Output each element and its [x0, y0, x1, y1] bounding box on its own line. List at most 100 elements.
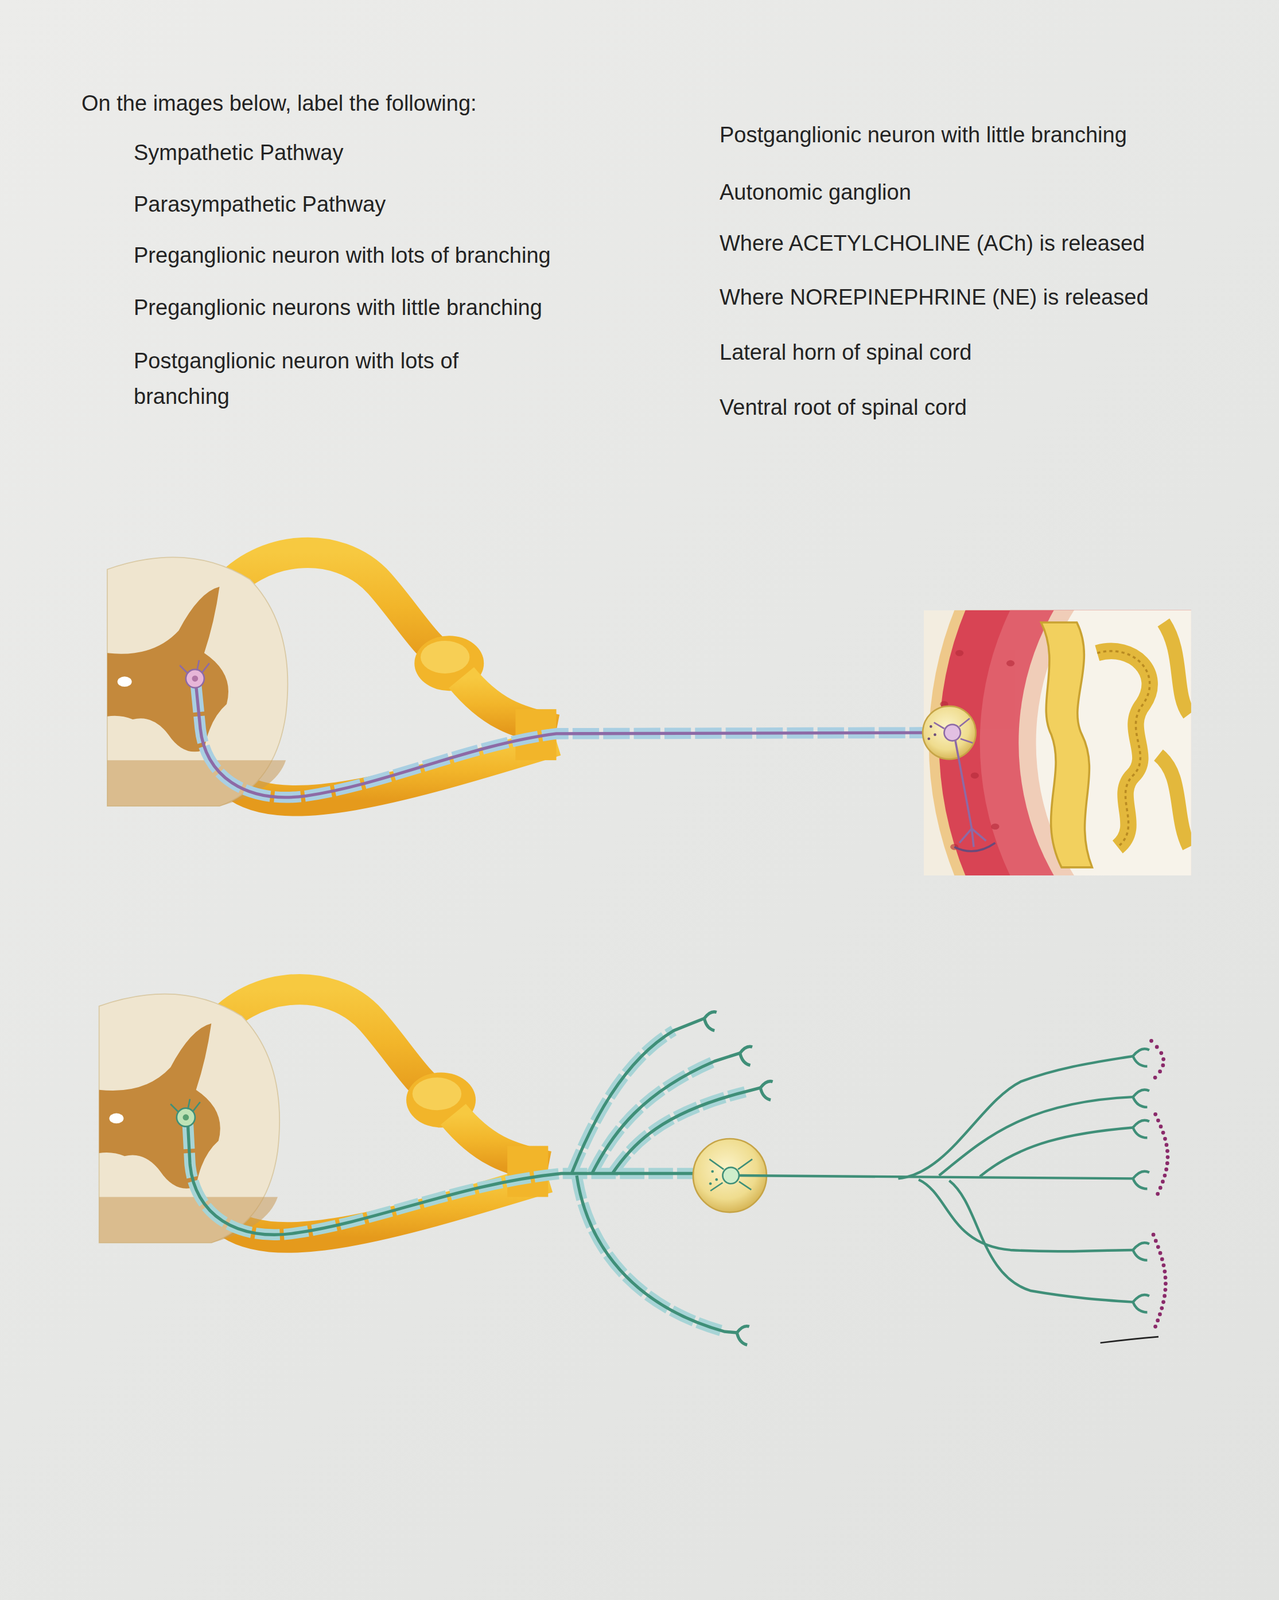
term-label: Sympathetic Pathway [133, 135, 344, 171]
preganglionic-axon-top [192, 675, 199, 682]
postganglionic-axon-bottom [739, 1175, 1134, 1179]
gut-wall [1006, 660, 1015, 667]
postganglionic-axon-bottom [739, 1048, 1159, 1344]
neurotransmitter-dot [1165, 1161, 1170, 1166]
gut-wall [1097, 651, 1150, 847]
neurotransmitter-dot [1163, 1269, 1168, 1274]
preganglionic-axon-bottom [170, 1012, 773, 1346]
terminal-ganglion [943, 724, 960, 741]
neurotransmitter-dot [1153, 1112, 1158, 1117]
term-label: Postganglionic neuron with lots of branc… [133, 343, 536, 415]
terminal-ganglion [927, 737, 931, 741]
preganglionic-axon-bottom [760, 1081, 773, 1101]
neurotransmitter-dot [1155, 1318, 1160, 1323]
gut-wall [1040, 622, 1092, 868]
preganglionic-axon-bottom [740, 1046, 753, 1066]
chain-ganglion [722, 1167, 739, 1184]
neurotransmitter-dot [1160, 1063, 1165, 1068]
gut-wall [955, 650, 964, 657]
postganglionic-axon-bottom [1100, 1336, 1159, 1344]
neurotransmitter-dot [1163, 1288, 1168, 1293]
gut-wall [970, 772, 979, 779]
terminal-ganglion [955, 740, 972, 829]
neurotransmitter-dot [1151, 1233, 1156, 1238]
neurotransmitter-dot [1157, 1069, 1162, 1074]
neurotransmitter-dots [1149, 1039, 1170, 1329]
postganglionic-axon-bottom [1133, 1171, 1150, 1189]
neurotransmitter-dot [1149, 1039, 1154, 1044]
neurotransmitter-dot [1153, 1075, 1158, 1080]
neurotransmitter-dot [1161, 1300, 1166, 1305]
neurotransmitter-dot [1153, 1324, 1158, 1329]
neurotransmitter-dot [1159, 1306, 1164, 1311]
gut-wall [1158, 622, 1189, 847]
neurotransmitter-dot [1163, 1276, 1168, 1281]
neurotransmitter-dot [1165, 1149, 1170, 1154]
term-label: Postganglionic neuron with little branch… [719, 117, 1127, 154]
terminal-ganglion [959, 828, 986, 847]
neurotransmitter-dot [1163, 1137, 1168, 1142]
gut-wall [980, 610, 1192, 876]
neurotransmitter-dot [1164, 1143, 1169, 1148]
term-label: Where NOREPINEPHRINE (NE) is released [719, 280, 1149, 316]
term-label: Ventral root of spinal cord [719, 390, 967, 426]
neurotransmitter-dot [1155, 1045, 1160, 1050]
terminal-ganglion [922, 706, 976, 760]
chain-ganglion [709, 1170, 718, 1186]
preganglionic-axon-bottom [571, 1018, 705, 1174]
neurotransmitter-dot [1158, 1251, 1163, 1256]
preganglionic-axon-bottom [736, 1326, 749, 1346]
postganglionic-axon-bottom [1133, 1120, 1150, 1138]
terminal-ganglion [934, 718, 974, 744]
neurotransmitter-dot [1162, 1294, 1167, 1299]
postganglionic-axon-bottom [1133, 1089, 1150, 1107]
neurotransmitter-dot [1158, 1186, 1163, 1191]
neurotransmitter-dot [1159, 1051, 1164, 1056]
term-label: Autonomic ganglion [719, 175, 912, 211]
postganglionic-axon-bottom [1133, 1048, 1150, 1067]
neurotransmitter-dot [1160, 1179, 1165, 1184]
postganglionic-axon-bottom [918, 1179, 1134, 1252]
preganglionic-axon-top [196, 685, 924, 798]
preganglionic-axon-bottom [176, 1108, 196, 1127]
preganglionic-axon-bottom [187, 1012, 773, 1346]
postganglionic-axon-bottom [1133, 1295, 1150, 1313]
neurotransmitter-dot [1159, 1124, 1164, 1129]
postganglionic-axon-bottom [897, 1056, 1133, 1179]
worksheet-title: On the images below, label the following… [81, 86, 477, 122]
term-label: Lateral horn of spinal cord [719, 335, 972, 371]
preganglionic-axon-top [196, 685, 924, 798]
spinal-cord-bottom [99, 989, 549, 1244]
preganglionic-axon-bottom [704, 1012, 717, 1032]
neurotransmitter-dot [1157, 1312, 1162, 1317]
terminal-ganglion [927, 725, 936, 741]
neurotransmitter-dot [1163, 1173, 1168, 1179]
neurotransmitter-dot [1161, 1057, 1166, 1062]
neurotransmitter-dot [1163, 1281, 1168, 1286]
neurotransmitter-dot [1161, 1263, 1166, 1268]
term-label: Preganglionic neuron with lots of branch… [133, 238, 551, 274]
preganglionic-axon-bottom [170, 1099, 201, 1113]
terminal-ganglion [933, 733, 937, 737]
postganglionic-axon-bottom [980, 1127, 1134, 1177]
gut-wall [1036, 610, 1192, 876]
postganglionic-axon-bottom [1133, 1242, 1150, 1261]
neurotransmitter-dot [1155, 1192, 1160, 1197]
gut-wall [939, 610, 1192, 876]
gut-wall [990, 823, 999, 830]
gut-wall [1097, 651, 1150, 847]
terminal-ganglion [929, 725, 933, 729]
preganglionic-axon-bottom [592, 1061, 715, 1174]
preganglionic-axon-bottom [183, 1114, 190, 1121]
preganglionic-axon-top [179, 660, 924, 798]
preganglionic-axon-top [179, 660, 210, 674]
preganglionic-axon-bottom [187, 1124, 705, 1235]
spinal-cord-bottom [99, 989, 549, 1244]
preganglionic-axon-top [185, 669, 205, 688]
preganglionic-axon-bottom [187, 1124, 705, 1235]
terminal-ganglion [954, 842, 995, 852]
spinal-cord-top [107, 552, 557, 807]
chain-ganglion [714, 1178, 718, 1182]
chain-ganglion [709, 1182, 713, 1186]
